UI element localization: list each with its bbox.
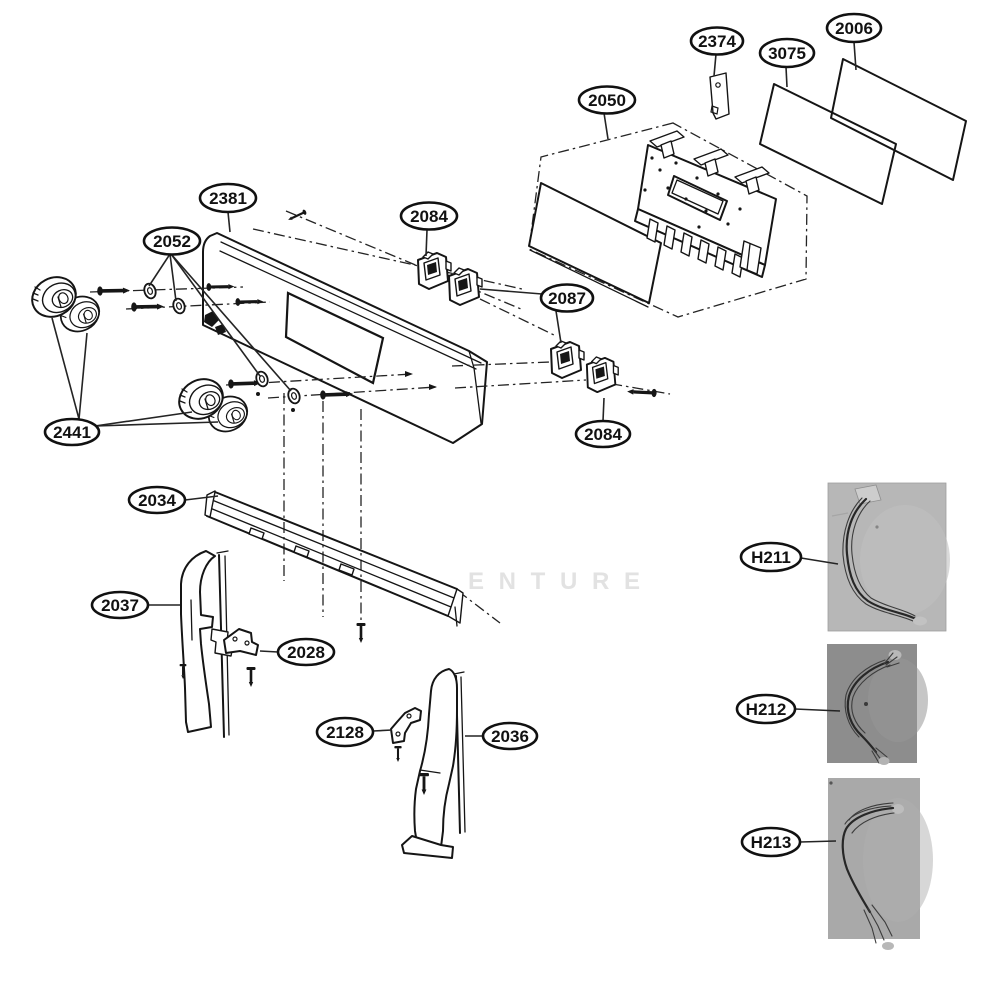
callout-label: 3075 — [768, 44, 806, 63]
board-boundary-2050 — [528, 122, 808, 318]
callout-label: 2037 — [101, 596, 139, 615]
centerlines — [89, 210, 671, 624]
left-end-bracket — [179, 550, 234, 738]
harness-wire — [846, 660, 890, 754]
callout-label: 2128 — [326, 723, 364, 742]
callout-2028[interactable]: 2028 — [259, 637, 336, 667]
callout-3075[interactable]: 3075 — [758, 37, 816, 88]
callout-label: 2006 — [835, 19, 873, 38]
fasteners — [97, 209, 657, 643]
callout-2084-upper[interactable]: 2084 — [399, 201, 459, 257]
harness-wire — [845, 497, 918, 621]
harness-photo-h212 — [827, 644, 928, 765]
board-display-window — [667, 175, 728, 221]
glass-panel-2006 — [830, 58, 967, 181]
callout-2441[interactable]: 2441 — [43, 317, 219, 447]
callout-label: H213 — [751, 833, 792, 852]
callout-label: 2028 — [287, 643, 325, 662]
callout-2374[interactable]: 2374 — [689, 26, 745, 77]
callout-2084-lower[interactable]: 2084 — [574, 397, 632, 449]
harness-photo-h211 — [827, 482, 950, 632]
callout-2037[interactable]: 2037 — [90, 590, 180, 620]
control-panel — [202, 232, 488, 444]
callout-2036[interactable]: 2036 — [465, 721, 539, 751]
callout-2006[interactable]: 2006 — [825, 12, 883, 71]
callout-h213[interactable]: H213 — [740, 826, 837, 858]
callout-2034[interactable]: 2034 — [127, 485, 219, 515]
callout-2052[interactable]: 2052 — [142, 226, 292, 392]
callout-label: 2381 — [209, 189, 247, 208]
callout-label: 2084 — [410, 207, 448, 226]
panel-display-cutout — [284, 291, 385, 385]
callout-label: 2036 — [491, 727, 529, 746]
switch-module-upper-left — [417, 251, 452, 290]
board-holes — [643, 156, 742, 229]
right-end-bracket — [401, 668, 466, 859]
harness-wire — [841, 806, 895, 914]
bracket-2028 — [223, 628, 259, 687]
display-glass — [528, 182, 662, 308]
callout-label: 2034 — [138, 491, 176, 510]
watermark-text: E N T U R E — [468, 568, 644, 595]
control-board — [634, 130, 777, 278]
callout-label: H211 — [751, 548, 791, 567]
screw — [97, 285, 131, 296]
glass-panel-3075 — [759, 83, 897, 205]
switch-module-upper-right — [448, 267, 483, 306]
switch-module-lower-left — [550, 340, 585, 379]
lower-trim — [204, 490, 464, 627]
callout-label: 2087 — [548, 289, 586, 308]
callout-2087[interactable]: 2087 — [479, 283, 595, 344]
callout-2128[interactable]: 2128 — [315, 716, 393, 748]
callout-2381[interactable]: 2381 — [198, 182, 258, 233]
bracket-2128 — [390, 707, 422, 762]
callout-label: 2084 — [584, 425, 622, 444]
callout-label: 2374 — [698, 32, 736, 51]
callout-label: 2441 — [53, 423, 91, 442]
callout-label: 2052 — [153, 232, 191, 251]
callout-h211[interactable]: H211 — [739, 541, 839, 573]
switch-module-lower-right — [585, 356, 620, 394]
harness-photo-h213 — [828, 778, 933, 950]
callout-label: 2050 — [588, 91, 626, 110]
callout-2050[interactable]: 2050 — [577, 85, 637, 140]
callout-label: H212 — [746, 700, 787, 719]
callout-h212[interactable]: H212 — [735, 693, 841, 725]
bracket-plate-2374 — [709, 72, 730, 120]
